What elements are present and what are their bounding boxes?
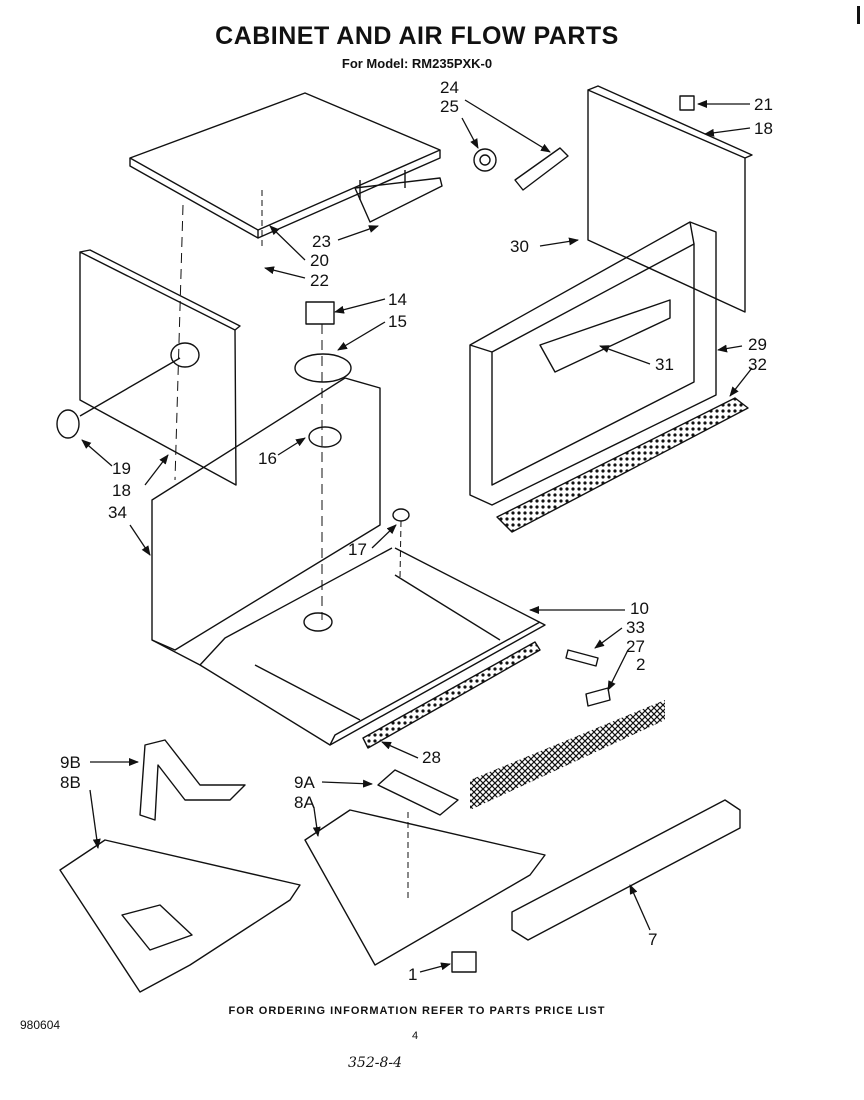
callout-22: 22 bbox=[310, 271, 329, 290]
left-side-panel bbox=[79, 249, 241, 486]
screen bbox=[565, 649, 599, 667]
grease-filter bbox=[362, 641, 541, 749]
hole-plug bbox=[56, 409, 80, 439]
bottom-panel-8b bbox=[59, 839, 301, 993]
callout-1: 1 bbox=[408, 965, 417, 984]
bottom-panel-8a bbox=[304, 809, 546, 966]
callout-16: 16 bbox=[258, 449, 277, 468]
right-side-panel bbox=[587, 85, 753, 313]
charcoal-mesh bbox=[470, 700, 665, 810]
callout-21: 21 bbox=[754, 95, 773, 114]
part-1 bbox=[451, 951, 477, 973]
callout-9b: 9B bbox=[60, 753, 81, 772]
callout-20: 20 bbox=[310, 251, 329, 270]
callout-18-right: 18 bbox=[754, 119, 773, 138]
callout-10: 10 bbox=[630, 599, 649, 618]
ordering-note: FOR ORDERING INFORMATION REFER TO PARTS … bbox=[228, 1005, 606, 1017]
front-grille bbox=[496, 397, 749, 533]
callout-31: 31 bbox=[655, 355, 674, 374]
callout-19: 19 bbox=[112, 459, 131, 478]
front-frame bbox=[469, 221, 717, 506]
cabinet-wrapper bbox=[151, 377, 546, 746]
callout-33: 33 bbox=[626, 618, 645, 637]
callout-15: 15 bbox=[388, 312, 407, 331]
callout-14: 14 bbox=[388, 290, 407, 309]
callout-34: 34 bbox=[108, 503, 127, 522]
duct-9a bbox=[377, 769, 459, 816]
callout-28: 28 bbox=[422, 748, 441, 767]
handwritten-code: 352-8-4 bbox=[348, 1055, 402, 1071]
fan-motor-assembly bbox=[294, 301, 352, 448]
document-number: 980604 bbox=[20, 1018, 61, 1032]
callout-25: 25 bbox=[440, 97, 459, 116]
page-number: 4 bbox=[412, 1030, 419, 1042]
retainer-clip bbox=[679, 95, 695, 111]
callout-7: 7 bbox=[648, 930, 657, 949]
margin-mark bbox=[857, 6, 860, 24]
door-switch-bracket bbox=[473, 147, 569, 191]
grommet bbox=[392, 508, 410, 522]
clip bbox=[585, 687, 611, 707]
duct-9b bbox=[139, 739, 246, 821]
callout-18-left: 18 bbox=[112, 481, 131, 500]
callout-30: 30 bbox=[510, 237, 529, 256]
channel-7 bbox=[511, 799, 741, 941]
callout-8a: 8A bbox=[294, 793, 315, 812]
callout-23: 23 bbox=[312, 232, 331, 251]
callout-27: 27 bbox=[626, 637, 645, 656]
callout-9a: 9A bbox=[294, 773, 315, 792]
callout-29: 29 bbox=[748, 335, 767, 354]
callout-2: 2 bbox=[636, 655, 645, 674]
top-cover-panel bbox=[129, 92, 443, 239]
callout-24: 24 bbox=[440, 78, 459, 97]
callout-17: 17 bbox=[348, 540, 367, 559]
leader-lines bbox=[81, 99, 753, 973]
page-title: CABINET AND AIR FLOW PARTS bbox=[215, 22, 619, 50]
model-line: For Model: RM235PXK-0 bbox=[341, 56, 493, 71]
callout-8b: 8B bbox=[60, 773, 81, 792]
callout-32: 32 bbox=[748, 355, 767, 374]
